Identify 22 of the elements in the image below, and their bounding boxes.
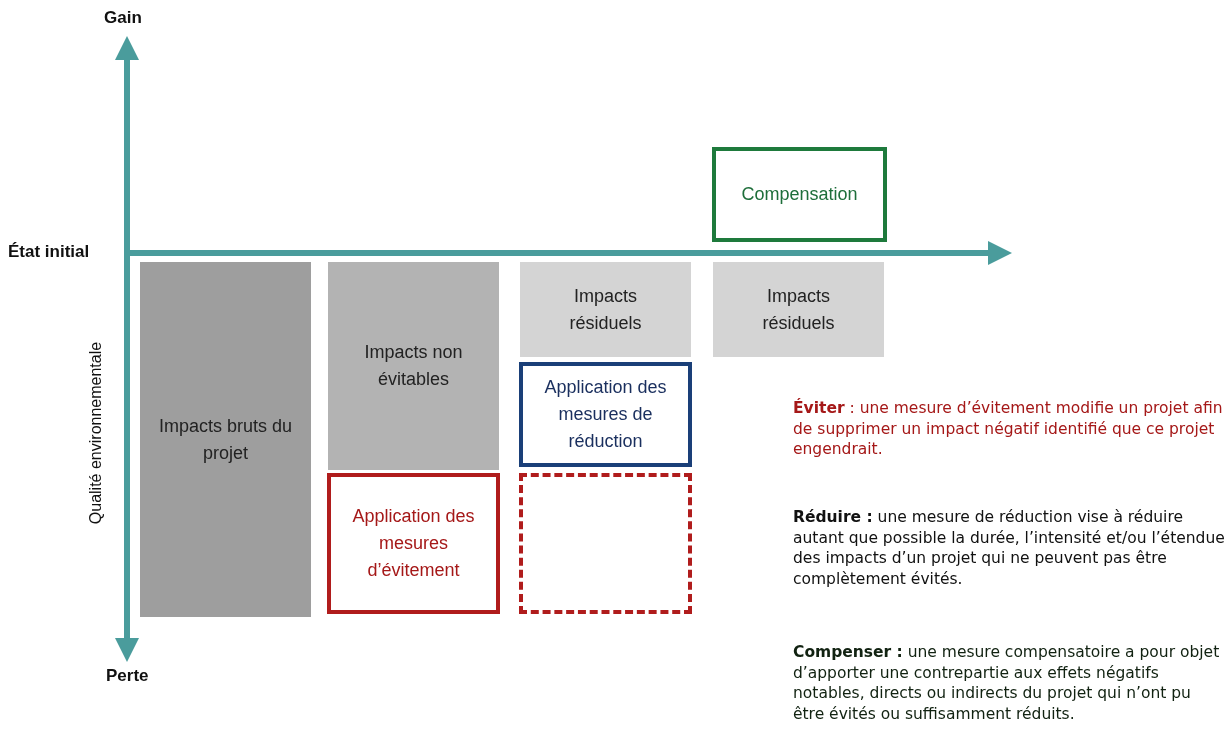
axis-label: Gain	[104, 8, 142, 28]
box-label: Impacts résiduels	[568, 284, 643, 335]
measure-box	[712, 147, 887, 242]
impact-block	[713, 262, 884, 357]
box-label: Compensation	[740, 183, 859, 206]
definition-text: Compenser : une mesure compensatoire a pour objet d’apporter une contrepartie aux effets négatifs notables, directs ou indirects du projet qui n’ont pu être évités ou suffisamment réduits.	[793, 642, 1221, 725]
definition-text: Réduire : une mesure de réduction vise à réduire autant que possible la durée, l’intensité et/ou l’étendue des impacts d’un projet qui ne peuvent pas être complètement évités.	[793, 507, 1225, 590]
box-label: Application des mesures de réduction	[543, 376, 668, 453]
axis-label: État initial	[8, 242, 90, 262]
measure-box	[327, 473, 500, 614]
box-label: Impacts non évitables	[363, 341, 464, 391]
impact-block	[140, 262, 311, 617]
impact-block	[520, 262, 691, 357]
measure-box	[519, 362, 692, 467]
box-label: Application des mesures d’évitement	[351, 505, 476, 582]
box-label: Impacts bruts du projet	[157, 414, 294, 465]
impact-block	[328, 262, 499, 470]
definition-text: Éviter : une mesure d’évitement modifie un projet afin de supprimer un impact négatif identifié que ce projet engendrait.	[793, 398, 1224, 460]
axis-label: Perte	[106, 666, 149, 686]
box-label: Impacts résiduels	[761, 284, 836, 335]
axis-title: Qualité environnementale	[87, 341, 105, 525]
dashed-box	[519, 473, 692, 614]
